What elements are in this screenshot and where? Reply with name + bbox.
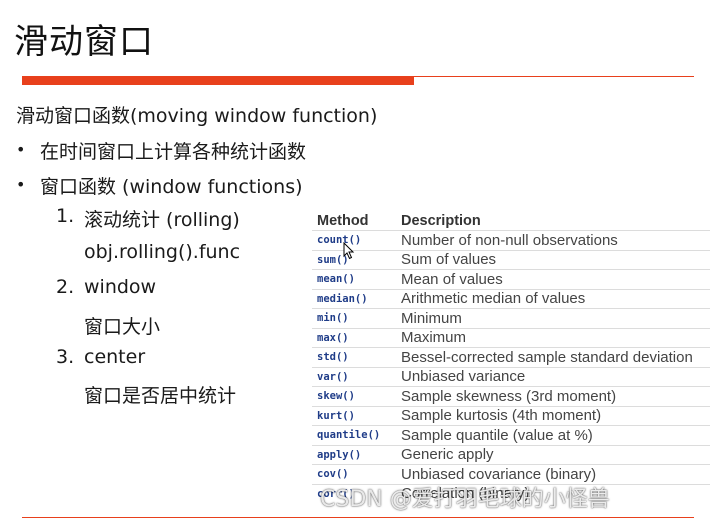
table-row: apply()Generic apply	[312, 444, 710, 465]
description-cell: Arithmetic median of values	[396, 288, 710, 309]
table-row: cov()Unbiased covariance (binary)	[312, 464, 710, 484]
title-accent-bar	[22, 76, 414, 85]
column-header-description: Description	[401, 212, 481, 229]
title-underline	[414, 76, 694, 77]
bullet-text: 窗口函数 (window functions)	[40, 176, 303, 198]
method-cell: median()	[312, 288, 396, 309]
description-cell: Sum of values	[396, 249, 710, 270]
table-row: min()Minimum	[312, 308, 710, 328]
description-cell: Correlation (binary)	[396, 483, 710, 503]
table-row: skew()Sample skewness (3rd moment)	[312, 386, 710, 406]
method-cell: cov()	[312, 464, 396, 484]
description-cell: Number of non-null observations	[396, 230, 710, 250]
table-row: std()Bessel-corrected sample standard de…	[312, 347, 710, 367]
bullet-icon: •	[16, 140, 26, 159]
mouse-cursor-icon	[343, 242, 355, 260]
table-header-row: Method Description	[312, 210, 710, 231]
item-number: 1.	[56, 205, 75, 227]
description-cell: Minimum	[396, 308, 710, 328]
csdn-watermark: CSDN @爱打羽毛球的小怪兽	[320, 487, 610, 512]
item-label: 滚动统计 (rolling)	[84, 209, 240, 231]
item-sub: 窗口大小	[84, 316, 161, 338]
method-cell: count()	[312, 230, 396, 250]
bullet-icon: •	[16, 175, 26, 194]
slide-title: 滑动窗口	[14, 22, 154, 62]
table-row: quantile()Sample quantile (value at %)	[312, 425, 710, 445]
description-cell: Unbiased covariance (binary)	[396, 464, 710, 484]
method-cell: apply()	[312, 444, 396, 465]
table-row: sum()Sum of values	[312, 249, 710, 270]
description-cell: Sample kurtosis (4th moment)	[396, 405, 710, 426]
item-sub: 窗口是否居中统计	[84, 385, 237, 407]
description-cell: Unbiased variance	[396, 366, 710, 387]
item-number: 2.	[56, 276, 75, 298]
item-number: 3.	[56, 346, 75, 368]
method-cell: kurt()	[312, 405, 396, 426]
table-row: corr()Correlation (binary)	[312, 483, 710, 503]
description-cell: Sample skewness (3rd moment)	[396, 386, 710, 406]
bullet-text: 在时间窗口上计算各种统计函数	[40, 141, 307, 163]
description-cell: Sample quantile (value at %)	[396, 425, 710, 445]
footer-line	[22, 517, 694, 518]
method-cell: quantile()	[312, 425, 396, 445]
table-row: mean()Mean of values	[312, 269, 710, 289]
description-cell: Maximum	[396, 327, 710, 348]
table-row: count()Number of non-null observations	[312, 230, 710, 250]
item-label: window	[84, 276, 157, 298]
column-header-method: Method	[317, 212, 369, 229]
method-cell: corr()	[312, 483, 396, 503]
table-row: median()Arithmetic median of values	[312, 288, 710, 309]
table-row: max()Maximum	[312, 327, 710, 348]
table-row: var()Unbiased variance	[312, 366, 710, 387]
method-cell: max()	[312, 327, 396, 348]
description-cell: Mean of values	[396, 269, 710, 289]
item-label: center	[84, 346, 146, 368]
intro-text: 滑动窗口函数(moving window function)	[16, 105, 378, 127]
methods-table: Method Description count()Number of non-…	[312, 210, 710, 503]
item-sub: obj.rolling().func	[84, 241, 241, 263]
method-cell: var()	[312, 366, 396, 387]
method-cell: mean()	[312, 269, 396, 289]
description-cell: Generic apply	[396, 444, 710, 465]
method-cell: sum()	[312, 249, 396, 270]
method-cell: skew()	[312, 386, 396, 406]
method-cell: min()	[312, 308, 396, 328]
method-cell: std()	[312, 347, 396, 367]
description-cell: Bessel-corrected sample standard deviati…	[396, 347, 710, 367]
table-row: kurt()Sample kurtosis (4th moment)	[312, 405, 710, 426]
